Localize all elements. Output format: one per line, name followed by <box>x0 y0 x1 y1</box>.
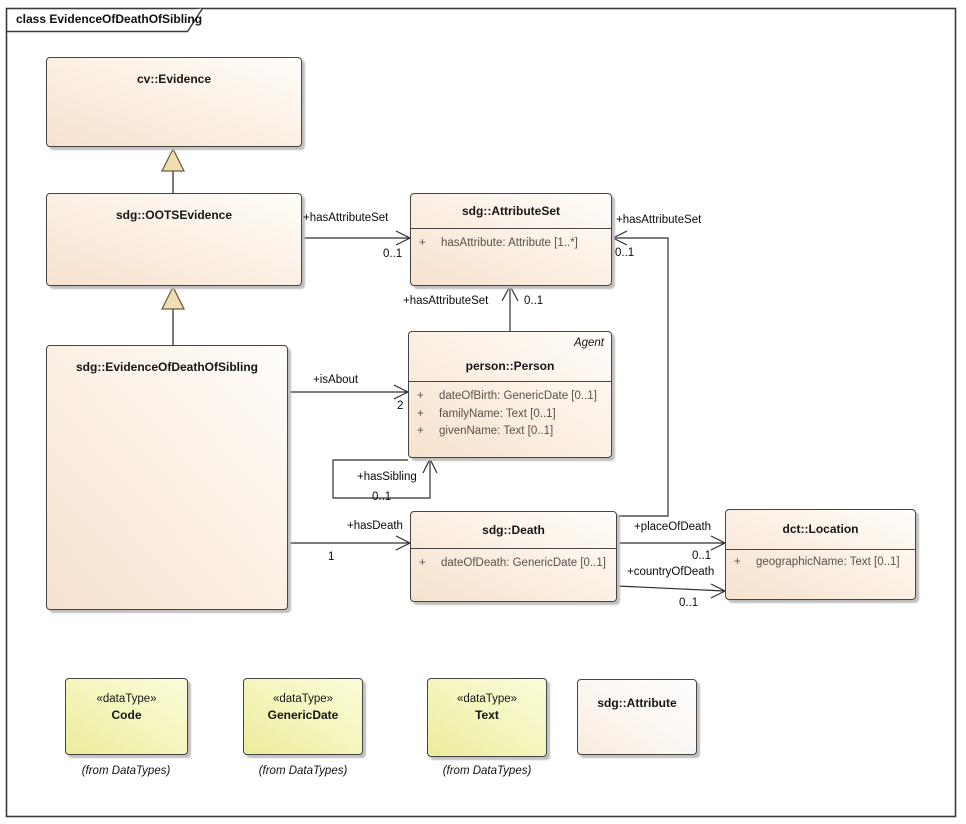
class-name: sdg::OOTSEvidence <box>115 208 233 222</box>
multiplicity-label: 0..1 <box>372 491 392 503</box>
stereotype-label: «dataType» <box>456 693 518 705</box>
class-person-person: Agent person::Person + dateOfBirth: Gene… <box>408 331 612 458</box>
diagram-frame-tab <box>6 8 204 33</box>
association-hassibling-self-loop <box>332 457 438 499</box>
class-name: cv::Evidence <box>136 72 212 86</box>
class-dct-location: dct::Location + geographicName: Text [0.… <box>725 509 916 600</box>
role-label-hasattributeset: +hasAttributeSet <box>403 295 489 307</box>
datatype-code: «dataType» Code <box>65 678 188 755</box>
association-person-hasattributeset <box>501 284 519 331</box>
datatype-genericdate: «dataType» GenericDate <box>243 678 363 755</box>
attribute-dateofbirth: + dateOfBirth: GenericDate [0..1] <box>417 390 597 402</box>
class-name: sdg::EvidenceOfDeathOfSibling <box>75 360 258 374</box>
generalization-eodos-to-oots <box>160 285 186 345</box>
role-label-isabout: +isAbout <box>313 374 359 386</box>
role-label-countryofdeath: +countryOfDeath <box>627 566 715 578</box>
from-datatypes-label: (from DataTypes) <box>442 765 532 777</box>
association-oots-hasattributeset <box>302 230 412 246</box>
from-datatypes-label: (from DataTypes) <box>81 765 171 777</box>
class-name: dct::Location <box>782 522 859 536</box>
association-hasdeath <box>288 535 412 551</box>
generalization-oots-to-evidence <box>160 147 186 193</box>
datatype-name: Code <box>111 708 142 722</box>
class-name: person::Person <box>465 359 555 373</box>
role-label-hasdeath: +hasDeath <box>347 520 403 532</box>
class-sdg-death: sdg::Death + dateOfDeath: GenericDate [0… <box>410 511 617 602</box>
stereotype-label: «dataType» <box>96 693 157 705</box>
multiplicity-label: 0..1 <box>692 550 712 562</box>
class-sdg-evidenceofdeathofsibling: sdg::EvidenceOfDeathOfSibling <box>46 345 288 610</box>
classifier-agent-label: Agent <box>573 337 604 349</box>
role-label-hasattributeset: +hasAttributeSet <box>303 212 389 224</box>
datatype-text: «dataType» Text <box>427 678 547 757</box>
class-name: sdg::Attribute <box>597 696 677 710</box>
multiplicity-label: 0..1 <box>679 597 699 609</box>
class-sdg-attributeset: sdg::AttributeSet + hasAttribute: Attrib… <box>410 193 612 286</box>
multiplicity-label: 2 <box>397 400 404 412</box>
class-sdg-attribute: sdg::Attribute <box>577 679 697 755</box>
class-cv-evidence: cv::Evidence <box>46 57 302 147</box>
class-name: sdg::Death <box>482 522 545 537</box>
role-label-hasattributeset: +hasAttributeSet <box>616 214 702 226</box>
attribute-geographicname: + geographicName: Text [0..1] <box>734 556 900 568</box>
datatype-name: Text <box>475 708 499 722</box>
multiplicity-label: 0..1 <box>615 247 635 259</box>
association-countryofdeath <box>616 583 727 599</box>
diagram-frame-border <box>5 7 957 818</box>
association-isabout <box>288 384 410 400</box>
class-sdg-ootsevidence: sdg::OOTSEvidence <box>46 193 302 286</box>
multiplicity-label: 1 <box>328 551 335 563</box>
role-label-placeofdeath: +placeOfDeath <box>634 521 712 533</box>
multiplicity-label: 0..1 <box>524 295 544 307</box>
stereotype-label: «dataType» <box>272 693 334 705</box>
attribute-dateofdeath: + dateOfDeath: GenericDate [0..1] <box>419 557 606 569</box>
from-datatypes-label: (from DataTypes) <box>258 765 348 777</box>
association-placeofdeath <box>617 535 727 551</box>
attribute-familyname: + familyName: Text [0..1] <box>417 407 556 420</box>
multiplicity-label: 0..1 <box>383 248 403 260</box>
association-death-hasattributeset <box>611 230 669 517</box>
role-label-hassibling: +hasSibling <box>357 471 417 483</box>
attribute-givenname: + givenName: Text [0..1] <box>417 425 554 437</box>
diagram-title: class EvidenceOfDeathOfSibling <box>16 12 203 26</box>
datatype-name: GenericDate <box>267 708 339 722</box>
class-name: sdg::AttributeSet <box>462 203 560 218</box>
attribute-hasattribute: + hasAttribute: Attribute [1..*] <box>419 237 578 249</box>
